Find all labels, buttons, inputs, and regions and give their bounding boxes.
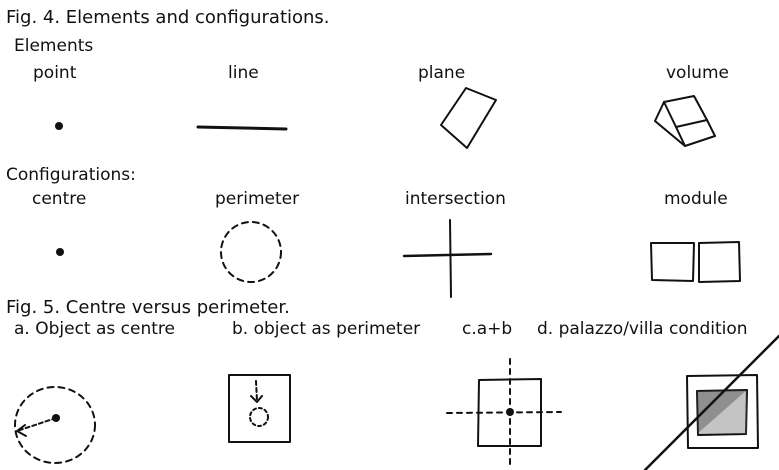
plane-icon xyxy=(440,87,497,149)
fig4-caption: Fig. 4. Elements and configurations. xyxy=(6,7,330,28)
element-label-point: point xyxy=(33,63,77,83)
dot-icon xyxy=(55,122,63,130)
panel-label-d: d. palazzo/villa condition xyxy=(537,319,748,339)
panel-label-c: c.a+b xyxy=(462,319,513,339)
centre-dot-icon xyxy=(56,248,64,256)
config-label-perimeter: perimeter xyxy=(215,189,300,209)
twin-squares-icon xyxy=(650,241,741,283)
config-label-intersection: intersection xyxy=(405,189,506,209)
panel-label-b: b. object as perimeter xyxy=(232,319,421,339)
object-centre-icon xyxy=(14,386,96,464)
palazzo-villa-icon xyxy=(643,334,779,470)
element-label-plane: plane xyxy=(418,63,466,83)
fig5-caption: Fig. 5. Centre versus perimeter. xyxy=(6,297,290,318)
element-label-line: line xyxy=(228,63,259,83)
line-icon xyxy=(196,125,288,131)
panel-label-a: a. Object as centre xyxy=(14,319,175,339)
config-label-centre: centre xyxy=(32,189,87,209)
cross-icon xyxy=(402,219,493,298)
elements-heading: Elements xyxy=(14,36,94,56)
element-label-volume: volume xyxy=(666,63,729,83)
combined-icon xyxy=(446,358,562,469)
object-perimeter-icon xyxy=(228,374,291,443)
configurations-heading: Configurations: xyxy=(6,165,136,185)
cube-icon xyxy=(654,95,716,147)
dashed-circle-icon xyxy=(220,221,282,283)
config-label-module: module xyxy=(664,189,728,209)
